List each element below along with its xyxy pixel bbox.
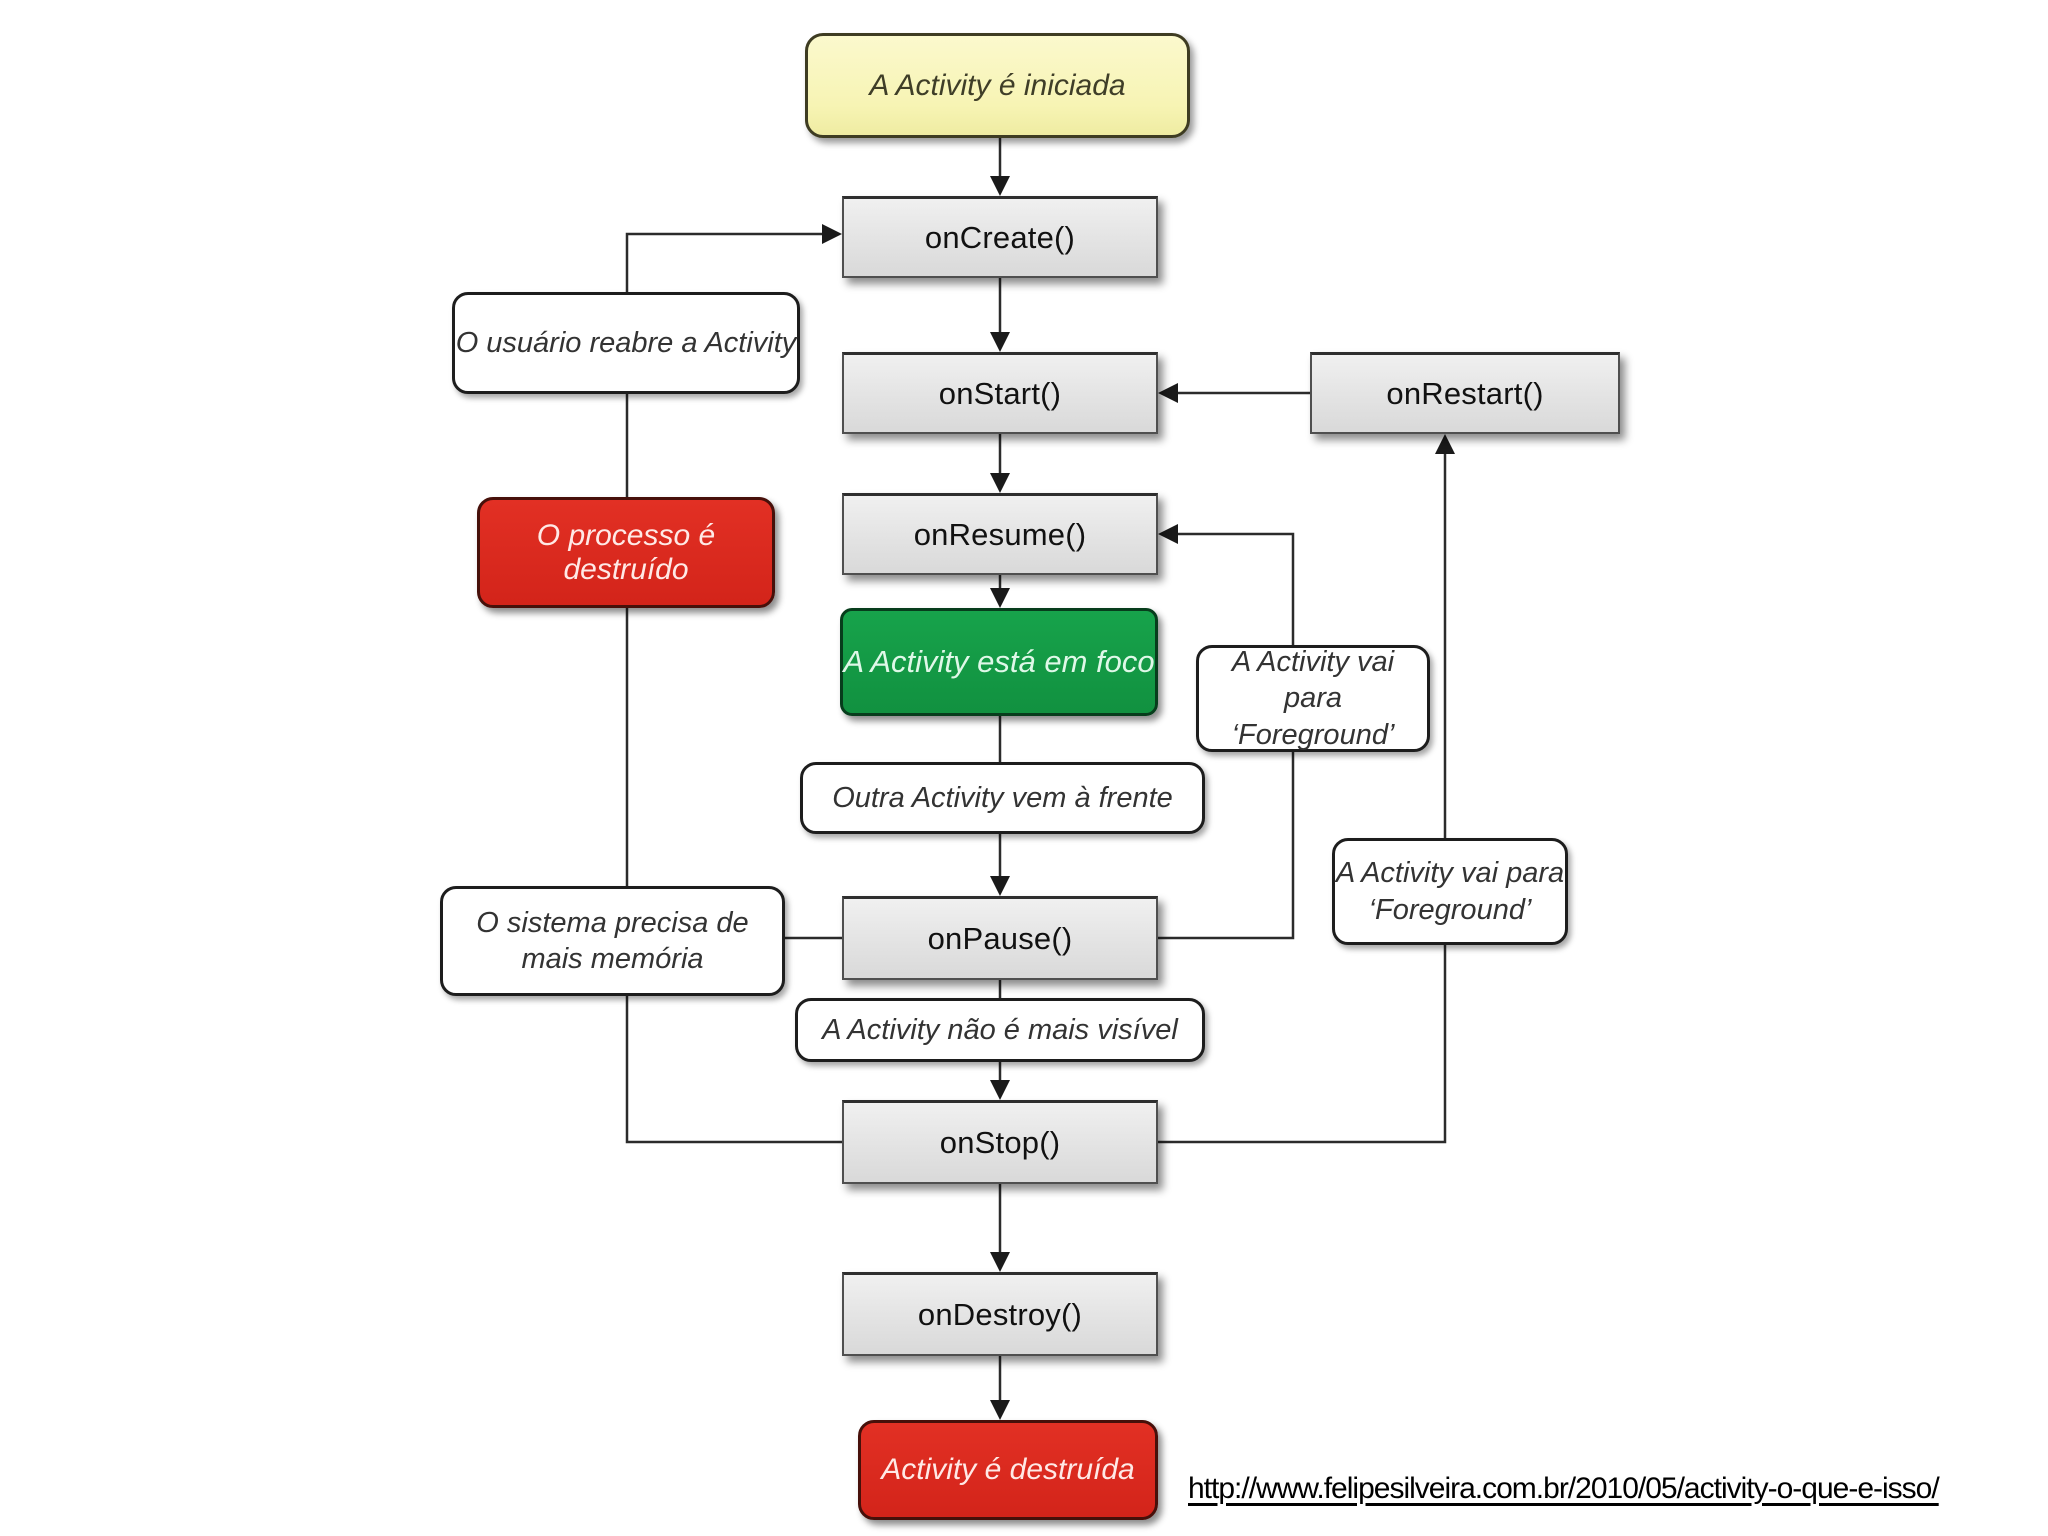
source-url-link[interactable]: http://www.felipesilveira.com.br/2010/05… (1188, 1472, 1940, 1505)
arrowhead (990, 1400, 1010, 1420)
node-onresume: onResume() (842, 493, 1158, 575)
note-nao-mais-visivel: A Activity não é mais visível (795, 998, 1205, 1062)
node-ondestroy: onDestroy() (842, 1272, 1158, 1356)
node-processo-destruido: O processo é destruído (477, 497, 775, 608)
node-oncreate: onCreate() (842, 196, 1158, 278)
arrowhead (990, 876, 1010, 896)
arrowhead (990, 1252, 1010, 1272)
node-onpause: onPause() (842, 896, 1158, 980)
arrowhead (990, 473, 1010, 493)
arrowhead (1435, 434, 1455, 454)
note-outra-activity: Outra Activity vem à frente (800, 762, 1205, 834)
note-foreground-1: A Activity vai para ‘Foreground’ (1196, 645, 1430, 752)
note-usuario-reabre: O usuário reabre a Activity (452, 292, 800, 394)
edge-onstop-oncreate (625, 232, 842, 1144)
arrowhead (990, 1080, 1010, 1100)
note-foreground-2: A Activity vai para ‘Foreground’ (1332, 838, 1568, 945)
node-onstart: onStart() (842, 352, 1158, 434)
arrowhead (990, 332, 1010, 352)
arrowhead (1158, 524, 1178, 544)
arrowhead (990, 176, 1010, 196)
arrowhead (822, 224, 842, 244)
note-sistema-memoria: O sistema precisa de mais memória (440, 886, 785, 996)
node-activity-em-foco: A Activity está em foco (840, 608, 1158, 716)
edge-onstop-onrestart (1158, 452, 1447, 1144)
node-activity-destruida: Activity é destruída (858, 1420, 1158, 1520)
node-activity-iniciada: A Activity é iniciada (805, 33, 1190, 138)
arrowhead (990, 588, 1010, 608)
arrowhead (1158, 383, 1178, 403)
node-onstop: onStop() (842, 1100, 1158, 1184)
node-onrestart: onRestart() (1310, 352, 1620, 434)
